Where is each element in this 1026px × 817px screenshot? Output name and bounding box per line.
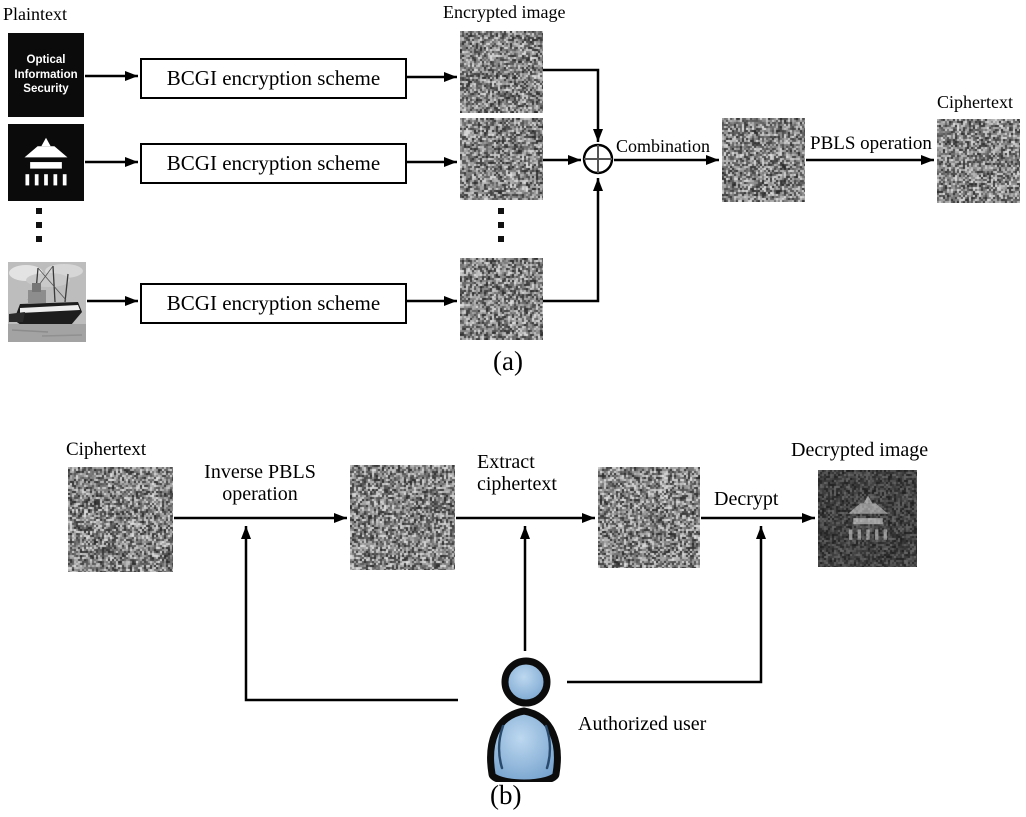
pbls-operation-label: PBLS operation — [810, 133, 932, 154]
combined-image — [722, 118, 805, 202]
ciphertext-label-b: Ciphertext — [66, 439, 147, 460]
bcgi-box-3: BCGI encryption scheme — [140, 283, 407, 324]
authorized-user-icon — [487, 657, 561, 782]
arrow-enc3-to-xor — [543, 178, 603, 303]
ciphertext-label-a: Ciphertext — [937, 92, 1013, 112]
encrypted-image-2 — [460, 118, 543, 200]
bcgi-box-1-label: BCGI encryption scheme — [166, 66, 381, 90]
decrypted-lamp-icon — [848, 495, 888, 540]
encrypted-image-label: Encrypted image — [443, 2, 566, 22]
arrow-enc1-to-xor — [543, 68, 603, 142]
ship-photo — [8, 262, 86, 342]
combination-label: Combination — [616, 136, 710, 156]
plaintext-image-1-text: Optical Information Security — [14, 53, 78, 96]
plaintext-image-1: Optical Information Security — [8, 33, 84, 117]
encrypted-image-3 — [460, 258, 543, 340]
bcgi-box-1: BCGI encryption scheme — [140, 58, 407, 99]
vertical-ellipsis-encrypted — [498, 208, 504, 242]
ciphertext-image-b — [68, 467, 173, 572]
bcgi-box-3-label: BCGI encryption scheme — [166, 291, 381, 315]
extracted-ciphertext-image — [598, 467, 700, 568]
xor-icon — [582, 143, 614, 175]
plaintext-image-2 — [8, 124, 84, 201]
caption-b: (b) — [490, 780, 522, 810]
ciphertext-image-a — [937, 119, 1020, 203]
vertical-ellipsis-inputs — [36, 208, 42, 242]
inverse-pbls-label: Inverse PBLS operation — [204, 461, 316, 506]
decrypted-image-label: Decrypted image — [791, 439, 929, 461]
bcgi-box-2-label: BCGI encryption scheme — [166, 151, 381, 175]
authorized-user-label: Authorized user — [578, 713, 707, 735]
plaintext-label: Plaintext — [3, 4, 67, 24]
inverse-pbls-result-image — [350, 465, 455, 570]
bcgi-box-2: BCGI encryption scheme — [140, 143, 407, 184]
caption-a: (a) — [493, 346, 523, 376]
extract-ciphertext-label: Extract ciphertext — [477, 451, 557, 496]
decrypt-label: Decrypt — [714, 488, 779, 510]
encrypted-image-1 — [460, 31, 543, 113]
lamp-icon — [24, 137, 68, 185]
